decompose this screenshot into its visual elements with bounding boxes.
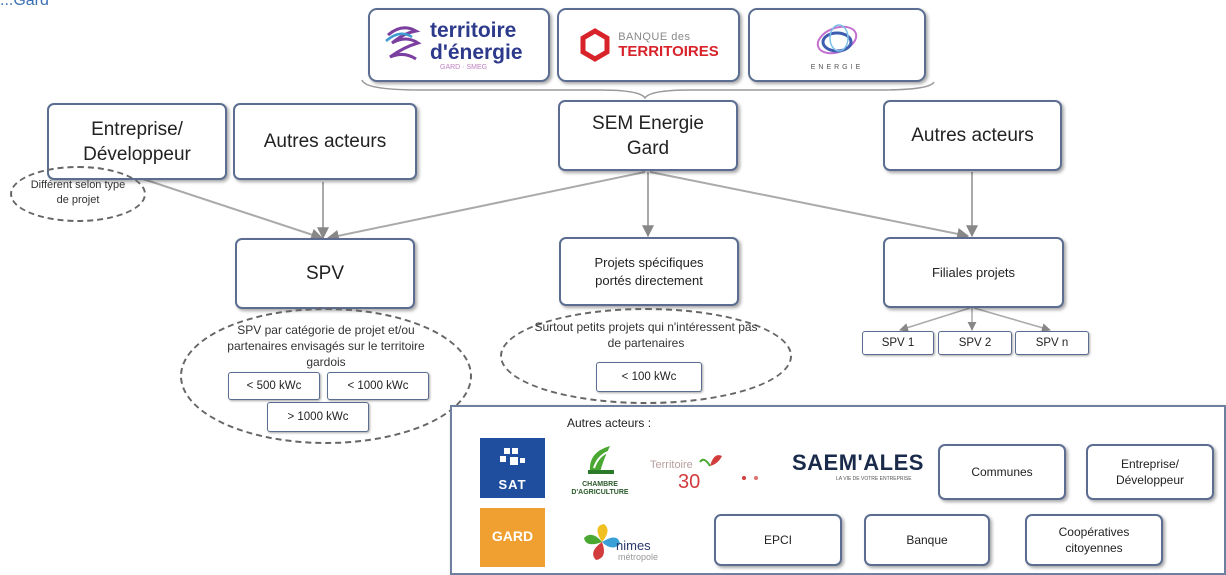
actor-communes: Communes xyxy=(938,444,1066,500)
node-spv: SPV xyxy=(235,238,415,309)
spv-2: SPV 2 xyxy=(938,331,1012,355)
svg-text:30: 30 xyxy=(678,471,700,493)
actor-entreprise-developpeur: Entreprise/ Développeur xyxy=(1086,444,1214,500)
logo-banque-territoires: BANQUE des TERRITOIRES xyxy=(557,8,740,82)
logo-bracket xyxy=(361,79,935,100)
note-ellipse-projets xyxy=(500,308,792,404)
actor-cooperatives-citoyennes: Coopératives citoyennes xyxy=(1025,514,1163,566)
panel-title: Autres acteurs : xyxy=(567,416,652,430)
node-autres-acteurs-right: Autres acteurs xyxy=(883,100,1062,171)
chambre-leaf-icon xyxy=(588,446,614,474)
note-ellipse-different xyxy=(10,166,146,222)
power-gt-1000: > 1000 kWc xyxy=(267,402,369,432)
logo-nimes-metropole: nimes métropole xyxy=(582,522,682,567)
logo-energie: ENERGIE xyxy=(748,8,926,82)
power-lt-500: < 500 kWc xyxy=(228,372,320,400)
logo-saem-ales: SAEM'ALES LA VIE DE VOTRE ENTREPRISE xyxy=(792,450,924,482)
territoire-swirl-icon xyxy=(385,26,422,61)
power-lt-1000: < 1000 kWc xyxy=(327,372,429,400)
energie-rings-icon xyxy=(816,23,858,54)
nimes-flower-icon xyxy=(584,524,620,560)
line-sem-spv xyxy=(326,171,646,242)
note-different-text: Différent selon type de projet xyxy=(30,179,126,206)
logo-gard: GARD xyxy=(480,508,545,567)
node-autres-acteurs-left: Autres acteurs xyxy=(233,103,417,180)
node-projets-specifiques: Projets spécifiques portés directement xyxy=(559,237,739,306)
node-sem-energie-gard: SEM Energie Gard xyxy=(558,100,738,171)
note-projets-text: Surtout petits projets qui n'intéressent… xyxy=(534,320,758,350)
header-fragment: ...Gard xyxy=(0,0,49,9)
line-sem-filiales xyxy=(649,171,970,240)
power-lt-100: < 100 kWc xyxy=(596,362,702,392)
logo-territoire-30: Territoire 30 xyxy=(648,448,773,494)
spv-n: SPV n xyxy=(1015,331,1089,355)
note-ellipse-spv xyxy=(180,308,472,444)
sat-squares-icon xyxy=(499,448,525,465)
banque-hexagon-icon xyxy=(580,28,610,62)
note-spv-text: SPV par catégorie de projet et/ou parten… xyxy=(227,323,425,369)
svg-text:Territoire: Territoire xyxy=(650,459,693,471)
node-filiales-projets: Filiales projets xyxy=(883,237,1064,308)
territoire30-icon: Territoire 30 xyxy=(650,455,758,493)
line-entreprise-spv xyxy=(139,177,324,241)
logo-territoire-energie: territoire d'énergie GARD · SMEG xyxy=(368,8,550,82)
logo-sat: SAT xyxy=(480,438,545,498)
logo-chambre-agriculture: CHAMBRE D'AGRICULTURE xyxy=(568,442,632,502)
actor-banque: Banque xyxy=(864,514,990,566)
actor-epci: EPCI xyxy=(714,514,842,566)
spv-1: SPV 1 xyxy=(862,331,934,355)
